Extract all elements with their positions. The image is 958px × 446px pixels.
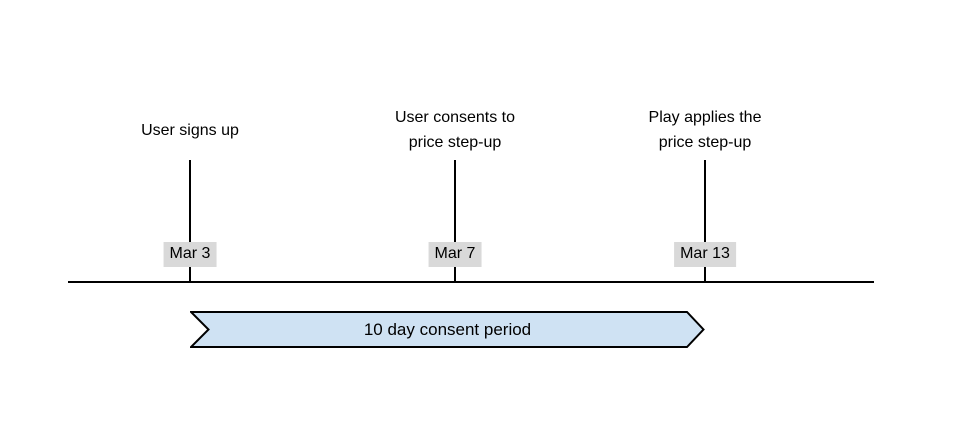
- event-label: Play applies the price step-up: [575, 105, 835, 155]
- event-label-line: price step-up: [408, 134, 502, 151]
- event-date-badge: Mar 13: [674, 242, 736, 267]
- event-label-line: price step-up: [658, 134, 752, 151]
- event-tick: [704, 160, 706, 282]
- consent-period-ribbon: 10 day consent period: [190, 311, 705, 348]
- event-tick: [189, 160, 191, 282]
- event-date-badge: Mar 7: [428, 242, 482, 267]
- event-label-line: User signs up: [141, 121, 239, 139]
- event-tick: [454, 160, 456, 282]
- timeline-axis: [68, 281, 874, 283]
- event-label-line: User consents to: [394, 109, 516, 126]
- event-label-line: Play applies the: [648, 109, 762, 126]
- event-date-badge: Mar 3: [163, 242, 217, 267]
- chevron-ribbon-shape: [190, 311, 705, 348]
- consent-period-label: 10 day consent period: [363, 319, 532, 339]
- event-label: User signs up: [60, 105, 320, 155]
- event-label: User consents to price step-up: [325, 105, 585, 155]
